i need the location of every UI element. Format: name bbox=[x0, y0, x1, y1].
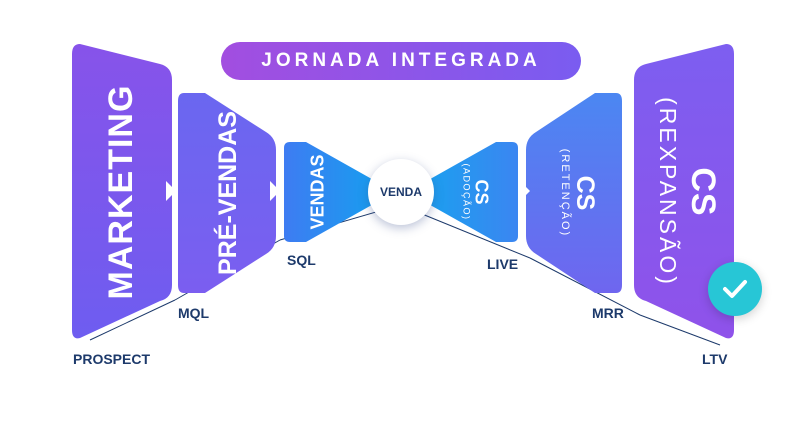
stage-cs-retencao-label: CS bbox=[570, 175, 599, 211]
metric-prospect: PROSPECT bbox=[73, 351, 151, 367]
arrow-right-icon bbox=[166, 181, 176, 201]
arrow-right-icons bbox=[166, 181, 634, 201]
metric-ltv: LTV bbox=[702, 351, 728, 367]
stage-marketing: MARKETING bbox=[102, 84, 141, 300]
vendas-block bbox=[284, 142, 380, 242]
stage-cs-expansao-label: CS bbox=[683, 167, 722, 217]
stage-cs-retencao-sub: (RETENÇÃO) bbox=[558, 148, 571, 238]
check-icon bbox=[723, 280, 747, 298]
venda-label: VENDA bbox=[379, 185, 422, 199]
stage-cs-expansao: CS (REXPANSÃO) bbox=[655, 97, 722, 287]
check-badge bbox=[708, 262, 762, 316]
metric-mql: MQL bbox=[178, 305, 210, 321]
stage-cs-retencao: CS (RETENÇÃO) bbox=[558, 148, 599, 238]
metric-live: LIVE bbox=[487, 256, 519, 272]
arrow-right-icon bbox=[624, 181, 634, 201]
stage-pre-vendas: PRÉ-VENDAS bbox=[213, 111, 242, 275]
cs-retencao-block bbox=[526, 93, 622, 293]
stage-cs-adocao-label: CS bbox=[471, 179, 492, 205]
metric-sql: SQL bbox=[287, 252, 316, 268]
stage-cs-adocao: CS (ADOÇÃO) bbox=[461, 163, 492, 221]
stage-cs-expansao-sub: (REXPANSÃO) bbox=[655, 97, 682, 287]
cs-expansao-block bbox=[634, 44, 734, 339]
arrow-right-icon bbox=[270, 181, 280, 201]
stage-marketing-label: MARKETING bbox=[102, 84, 141, 300]
journey-title: JORNADA INTEGRADA bbox=[221, 42, 581, 80]
pre-vendas-block bbox=[178, 93, 276, 293]
stage-cs-adocao-sub: (ADOÇÃO) bbox=[461, 163, 472, 221]
metric-mrr: MRR bbox=[592, 305, 624, 321]
stage-vendas: VENDAS bbox=[307, 154, 328, 230]
marketing-block bbox=[72, 44, 172, 339]
venda-circle: VENDA bbox=[368, 159, 434, 225]
stage-pre-vendas-label: PRÉ-VENDAS bbox=[213, 111, 242, 275]
stage-vendas-label: VENDAS bbox=[307, 154, 328, 230]
arrow-right-icon bbox=[520, 181, 530, 201]
cs-adocao-block bbox=[422, 142, 518, 242]
